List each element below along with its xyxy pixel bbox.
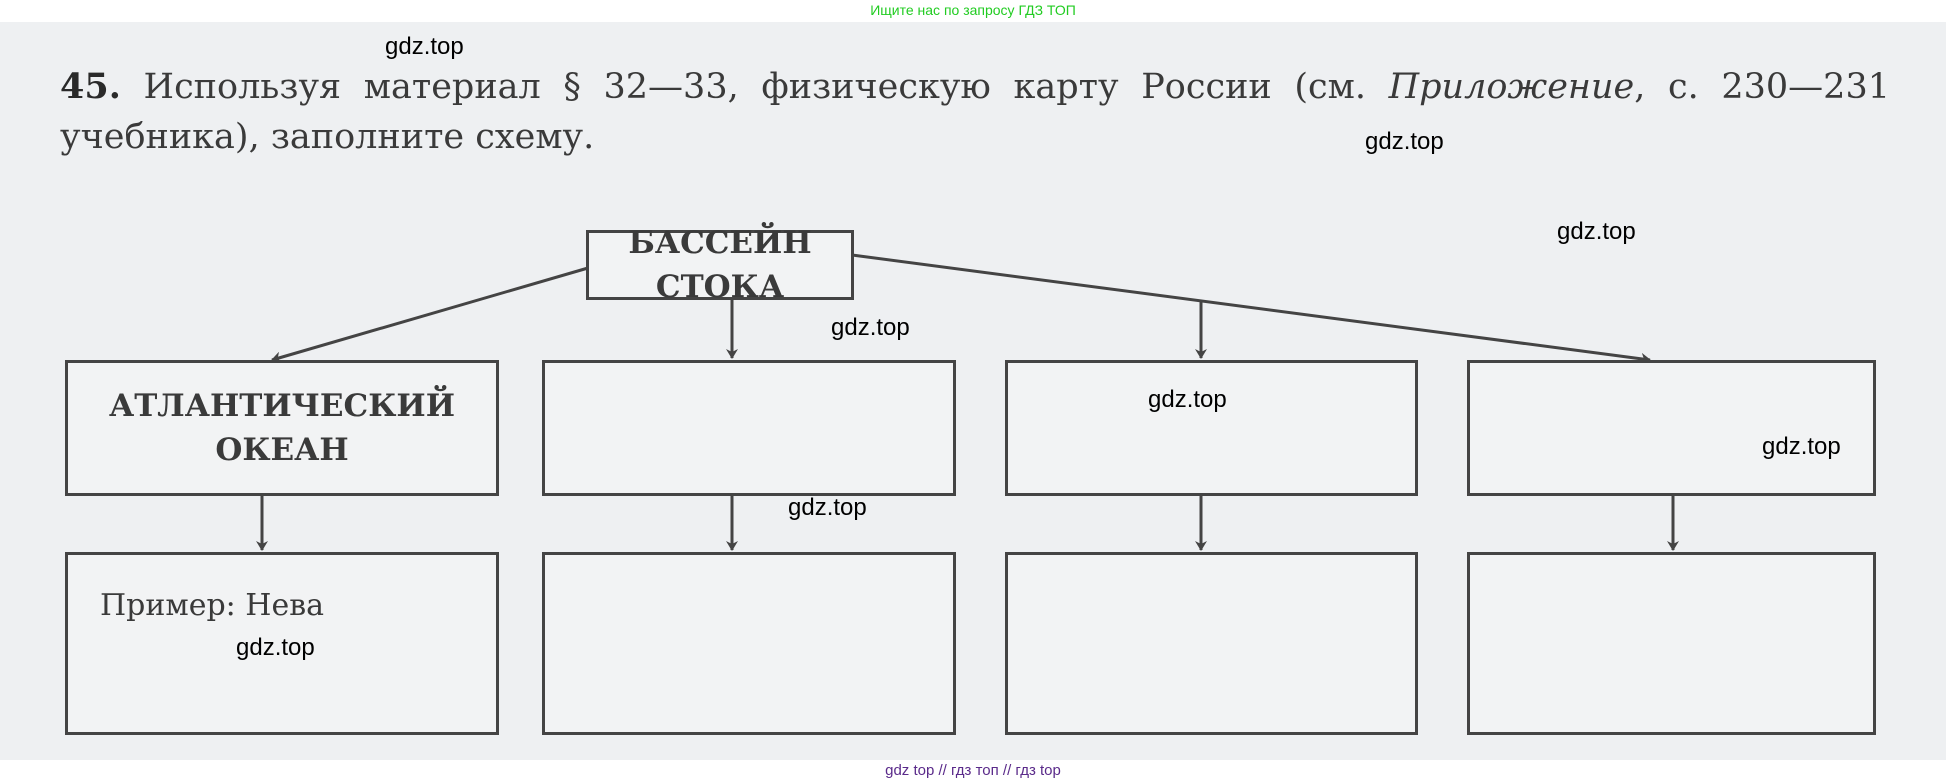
example-text: Пример: Нева <box>100 588 324 623</box>
basin-box-1: АТЛАНТИЧЕСКИЙ ОКЕАН <box>65 360 499 496</box>
watermark: gdz.top <box>236 634 315 661</box>
watermark: gdz.top <box>788 494 867 521</box>
basin-box-3[interactable] <box>1005 360 1418 496</box>
example-box-1 <box>65 552 499 735</box>
example-box-4[interactable] <box>1467 552 1876 735</box>
basin-box-4[interactable] <box>1467 360 1876 496</box>
task-body-end: , с. 230—231 учебника), заполните схему. <box>60 67 1890 157</box>
search-banner: Ищите нас по запросу ГДЗ ТОП <box>870 2 1076 18</box>
footer-watermark: gdz top // гдз топ // гдз top <box>885 762 1061 779</box>
basin-box-2[interactable] <box>542 360 956 496</box>
task-body: Используя материал § 32—33, физическую к… <box>120 67 1389 107</box>
watermark: gdz.top <box>385 33 464 60</box>
task-number: 45. <box>60 66 121 107</box>
watermark: gdz.top <box>1762 433 1841 460</box>
task-text: 45. Используя материал § 32—33, физическ… <box>60 62 1890 162</box>
watermark: gdz.top <box>1148 386 1227 413</box>
example-box-3[interactable] <box>1005 552 1418 735</box>
watermark: gdz.top <box>831 314 910 341</box>
root-box: БАССЕЙН СТОКА <box>586 225 854 305</box>
example-box-2[interactable] <box>542 552 956 735</box>
watermark: gdz.top <box>1557 218 1636 245</box>
task-italic: Приложение <box>1388 67 1635 107</box>
watermark: gdz.top <box>1365 128 1444 155</box>
